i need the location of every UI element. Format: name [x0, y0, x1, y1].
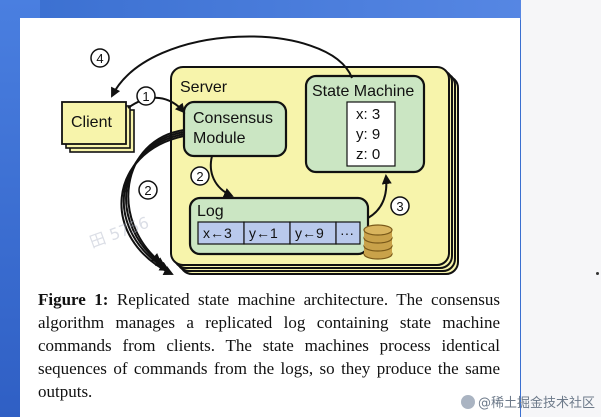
log-entries: x←3 y←1 y←9 ···: [197, 221, 361, 245]
log-entry-text: ···: [340, 225, 354, 241]
edge-dot: [596, 272, 599, 275]
arrow-4: [111, 35, 353, 98]
step-3-number: 3: [396, 199, 403, 214]
figure-caption: Figure 1: Replicated state machine archi…: [38, 288, 500, 403]
log-entry-text: y←9: [295, 225, 324, 241]
state-value-x: x: 3: [356, 106, 380, 123]
arrow-2b-1: [127, 129, 185, 264]
caption-text: Replicated state machine architecture. T…: [38, 290, 500, 401]
background-top: [0, 0, 601, 20]
log-entry-cell: [335, 221, 361, 245]
step-2b-circle: [138, 180, 158, 200]
client-box: [61, 101, 127, 145]
server-label: Server: [180, 79, 228, 96]
step-3-circle: [390, 196, 410, 216]
log-label: Log: [197, 203, 224, 220]
step-4-number: 4: [96, 51, 103, 66]
consensus-label-line2: Module: [193, 130, 246, 147]
step-1-number: 1: [142, 89, 149, 104]
disk-icon: [363, 224, 393, 260]
background-right: [521, 0, 601, 417]
step-markers: 4 1 2 3 2: [90, 48, 410, 216]
arrow-3: [367, 174, 392, 219]
arrow-1: [127, 96, 186, 114]
arrow-2a: [209, 155, 234, 198]
step-4-circle: [90, 48, 110, 68]
watermark-logo-icon: [460, 395, 475, 409]
log-entry-text: x←3: [203, 225, 232, 241]
consensus-module-box: [182, 100, 288, 158]
state-machine-label: State Machine: [312, 83, 414, 100]
step-1-circle: [136, 86, 156, 106]
site-watermark: @稀土掘金技术社区: [460, 392, 595, 411]
arrows: [111, 35, 392, 275]
state-table: [346, 101, 396, 167]
client-label: Client: [71, 114, 112, 131]
caption-label: Figure 1:: [38, 290, 109, 309]
consensus-label-line1: Consensus: [193, 110, 273, 127]
watermark-text: @稀土掘金技术社区: [477, 396, 595, 411]
step-2-circle: [190, 166, 210, 186]
client-stack: [61, 101, 135, 153]
state-value-z: z: 0: [356, 146, 380, 163]
step-2-number: 2: [196, 169, 203, 184]
step-2b-number: 2: [144, 183, 151, 198]
state-value-y: y: 9: [356, 126, 380, 143]
log-entry-text: y←1: [249, 225, 278, 241]
